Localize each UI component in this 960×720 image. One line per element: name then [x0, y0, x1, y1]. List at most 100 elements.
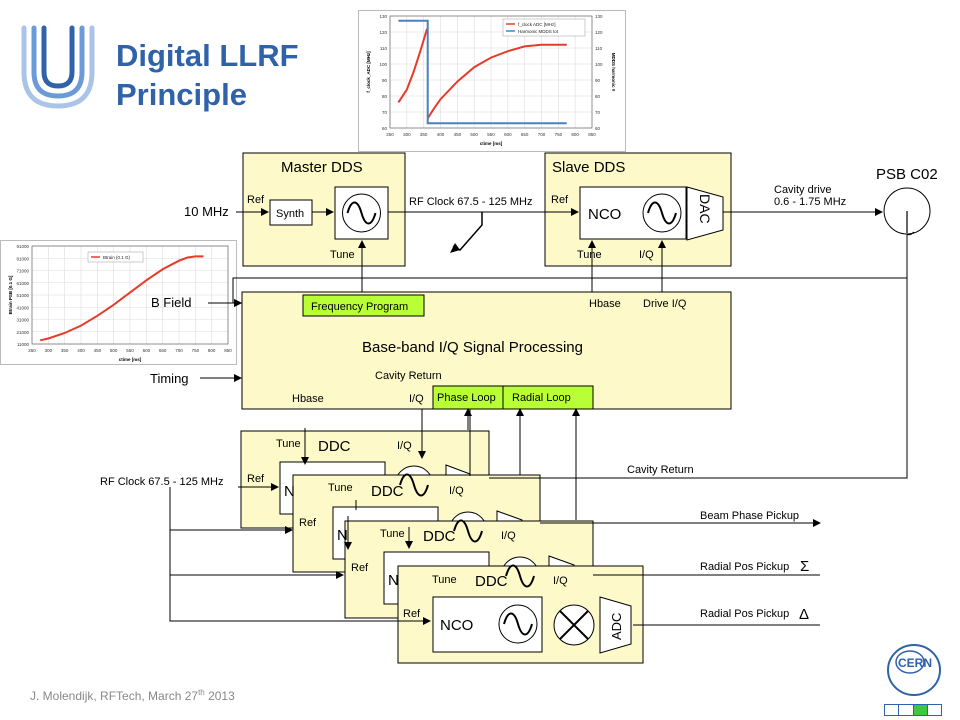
y-tick-label: 130 [379, 14, 387, 19]
y-tick-label: 51000 [16, 293, 29, 298]
ddc2-tune-label: Tune [328, 482, 353, 494]
legend-box [87, 251, 144, 263]
ddc3-iq-label: I/Q [501, 530, 516, 542]
master-tune-label: Tune [330, 249, 355, 261]
series-line-1-b [426, 43, 567, 119]
cavity-return-inner-label: Cavity Return [375, 370, 442, 382]
synth-block [269, 199, 313, 226]
frequency-program-label: Frequency Program [311, 301, 408, 313]
y-tick-label: 60 [382, 126, 388, 131]
y-tick-label: 21000 [16, 330, 29, 335]
y-tick-label: 100 [379, 62, 387, 67]
x-tick-label: 400 [77, 348, 85, 353]
y-tick-label: 41000 [16, 305, 29, 310]
slave-ref-label: Ref [551, 194, 569, 206]
y-tick-label: 31000 [16, 318, 29, 323]
x-tick-label: 650 [159, 348, 167, 353]
baseband-label: Base-band I/Q Signal Processing [362, 339, 583, 356]
y2-tick-label: 90 [595, 78, 601, 83]
master-dds-label: Master DDS [281, 159, 363, 176]
university-logo [21, 25, 95, 109]
x-tick-label: 400 [437, 132, 445, 137]
ddc3-tune-label: Tune [380, 528, 405, 540]
legend-label: Btrain (0.1 G) [103, 255, 131, 260]
delta-icon: Δ [799, 606, 809, 623]
y2-tick-label: 100 [595, 62, 603, 67]
x-tick-label: 550 [126, 348, 134, 353]
series-line-1 [397, 28, 428, 103]
slave-iq-label: I/Q [639, 249, 654, 261]
legend-label: Harmonic MDDS tot [518, 29, 559, 34]
rf-clock-left-label: RF Clock 67.5 - 125 MHz [100, 476, 223, 488]
y-tick-label: 120 [379, 30, 387, 35]
btrain-chart-plot: 1100021000310004100051000610007100081000… [8, 244, 232, 362]
y-axis-label: Btrain PSB [0.1 G] [8, 275, 13, 314]
hbase-top-label: Hbase [589, 298, 621, 310]
x-tick-label: 800 [208, 348, 216, 353]
slave-dds-label: Slave DDS [552, 159, 625, 176]
psb-label: PSB C02 [876, 166, 938, 183]
footer-sup: th [198, 688, 205, 697]
footer-author: J. Molendijk, RFTech, March 27 [30, 689, 199, 703]
x-axis-label: ctime [ms] [119, 357, 142, 362]
beam-phase-pickup-label: Beam Phase Pickup [700, 510, 799, 522]
ddc4-ref-label: Ref [403, 608, 421, 620]
x-tick-label: 350 [420, 132, 428, 137]
radial-loop-block[interactable] [502, 385, 594, 410]
baseband-iq-label: I/Q [409, 393, 424, 405]
ddc2-ref-label: Ref [299, 517, 317, 529]
series-line-2 [398, 19, 567, 125]
ddc2-nco-label: N [337, 527, 348, 544]
ddc4-label: DDC [475, 573, 508, 590]
x-tick-label: 700 [538, 132, 546, 137]
ddc4-iq-label: I/Q [553, 575, 568, 587]
y-tick-label: 91000 [16, 244, 29, 249]
title-line-1: Digital LLRF [116, 38, 299, 73]
ddc2-label: DDC [371, 483, 404, 500]
slave-nco-label: NCO [588, 206, 621, 223]
ddc2-iq-label: I/Q [449, 485, 464, 497]
ddc1-iq-label: I/Q [397, 440, 412, 452]
y2-tick-label: 80 [595, 94, 601, 99]
x-tick-label: 600 [143, 348, 151, 353]
x-tick-label: 650 [521, 132, 529, 137]
footer: J. Molendijk, RFTech, March 27th 2013 [30, 688, 235, 703]
y-tick-label: 90 [382, 78, 388, 83]
frequency-program-block [302, 294, 425, 317]
radial-pos-pickup-sigma-label: Radial Pos Pickup [700, 561, 789, 573]
x-tick-label: 800 [571, 132, 579, 137]
legend-label: f_clock ADC [MHz] [518, 22, 556, 27]
radial-loop-label: Radial Loop [512, 392, 571, 404]
plot-frame [389, 15, 593, 129]
ddc1-ref-label: Ref [247, 473, 265, 485]
adc-label: ADC [609, 613, 624, 640]
radial-pos-pickup-delta-label: Radial Pos Pickup [700, 608, 789, 620]
x-tick-label: 250 [28, 348, 36, 353]
x-tick-label: 750 [555, 132, 563, 137]
title-line-2: Principle [116, 77, 247, 112]
y-tick-label: 80 [382, 94, 388, 99]
x-tick-label: 550 [487, 132, 495, 137]
x-tick-label: 750 [192, 348, 200, 353]
slide-title: Digital LLRF Principle [116, 36, 299, 114]
y-axis-label: f_clock_ADC [MHz] [366, 51, 371, 93]
x-tick-label: 700 [175, 348, 183, 353]
drive-iq-label: Drive I/Q [643, 298, 687, 310]
slave-tune-label: Tune [577, 249, 602, 261]
x-tick-label: 250 [386, 132, 394, 137]
y-tick-label: 11000 [17, 342, 30, 347]
ddc3-nco-label: N [388, 572, 399, 589]
y2-tick-label: 70 [595, 110, 601, 115]
ddc1-label: DDC [318, 438, 351, 455]
btrain-chart: 1100021000310004100051000610007100081000… [0, 240, 237, 365]
synth-label: Synth [276, 208, 304, 220]
ten-mhz-label: 10 MHz [184, 204, 229, 219]
adc-block [599, 596, 632, 654]
hbase-bottom-label: Hbase [292, 393, 324, 405]
footer-year: 2013 [204, 689, 235, 703]
legend-box [502, 18, 586, 37]
y-tick-label: 110 [380, 46, 388, 51]
ddc3-label: DDC [423, 528, 456, 545]
